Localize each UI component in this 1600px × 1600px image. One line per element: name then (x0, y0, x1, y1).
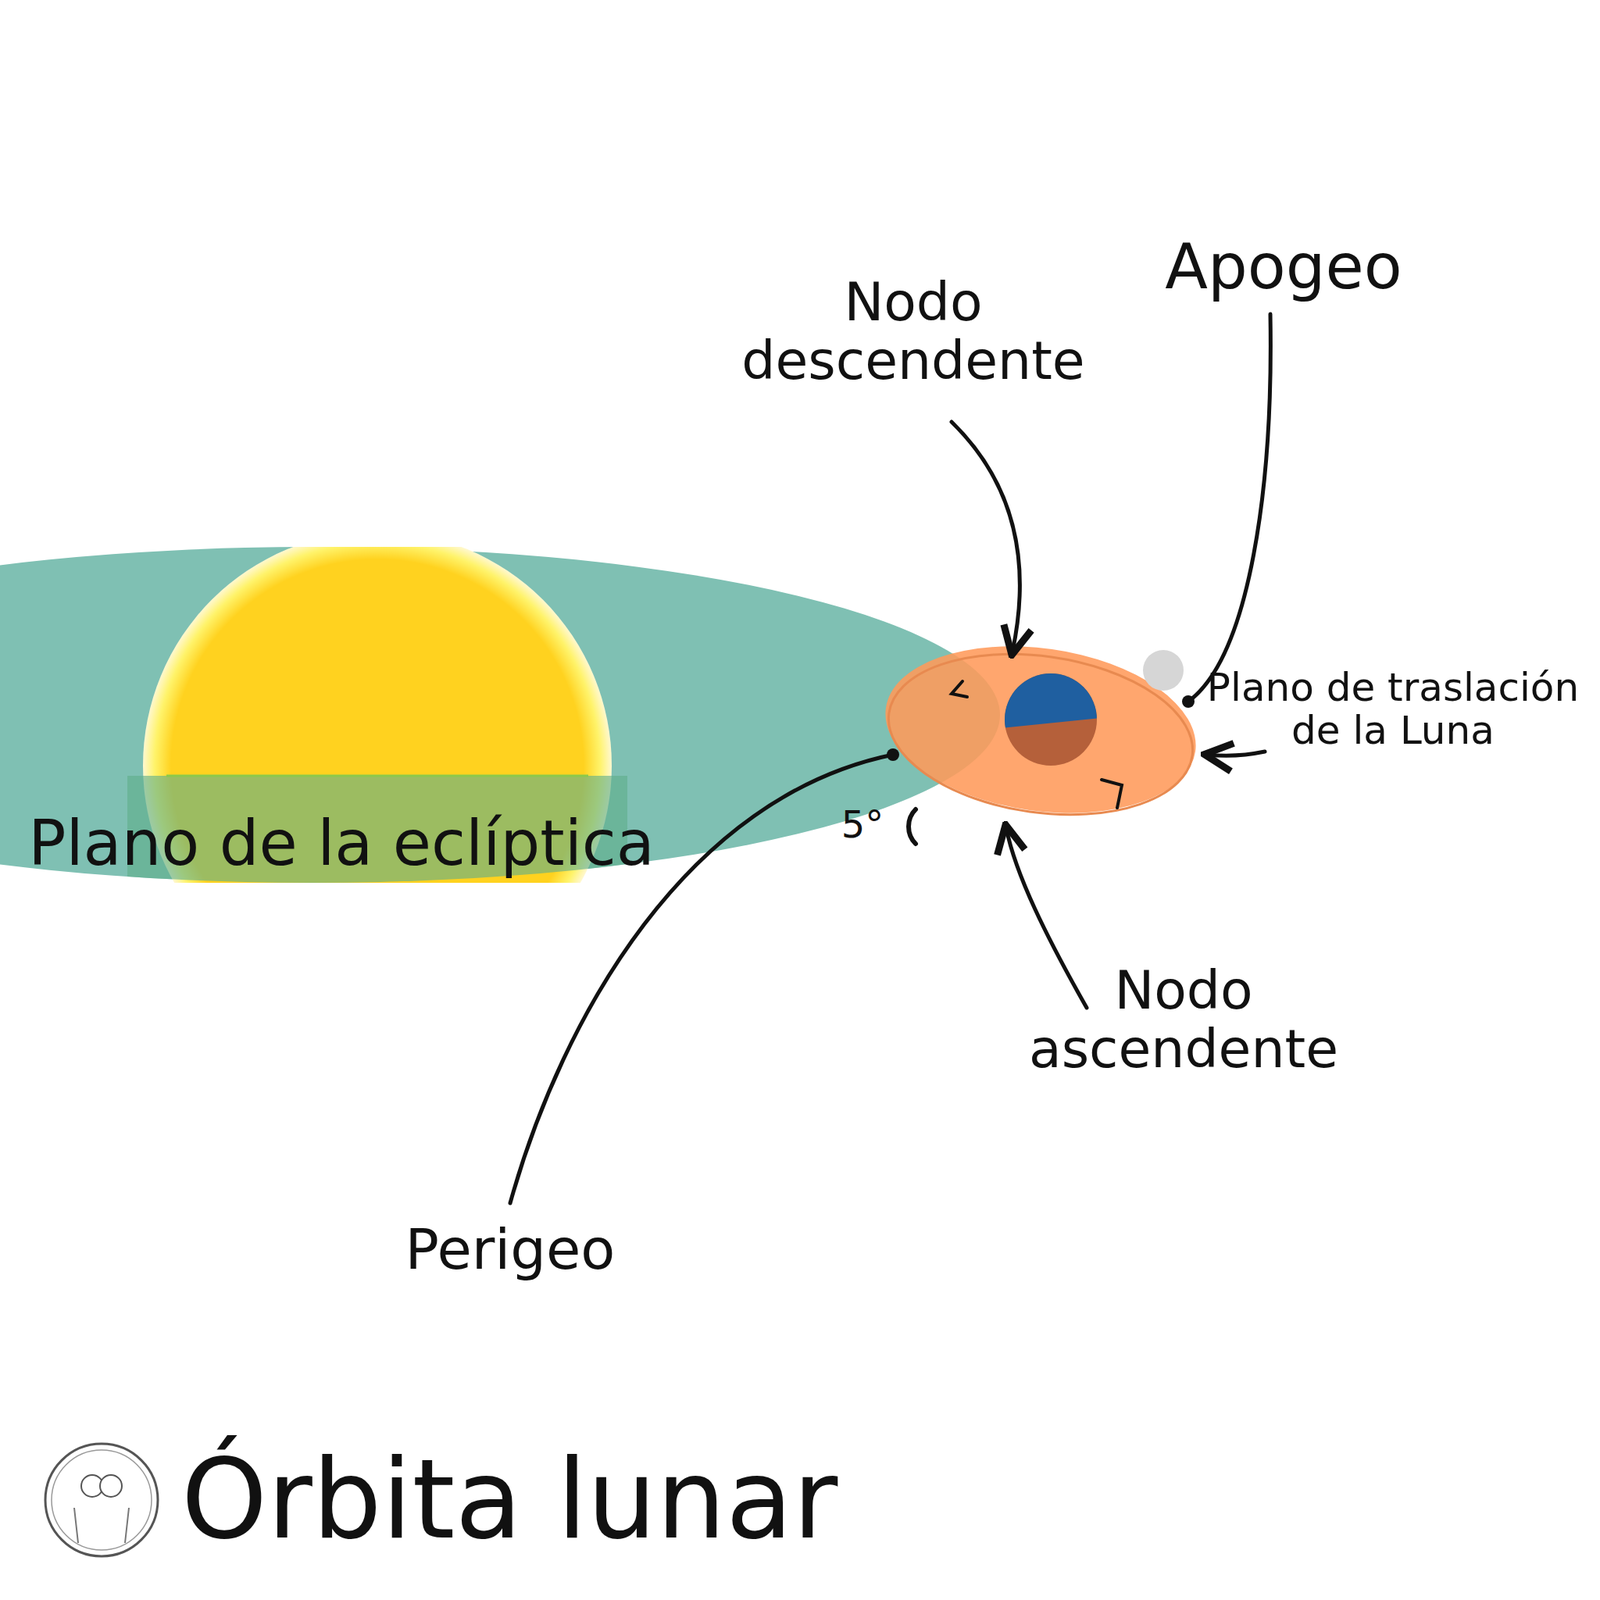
leader-line (951, 421, 1020, 652)
angle-arc (908, 809, 916, 844)
moon (1142, 650, 1184, 691)
perigee-label: Perigeo (405, 1218, 616, 1281)
orbit-arrow (1101, 779, 1122, 808)
node-label: Nodo ascendente (1000, 961, 1368, 1079)
moon-orbit-plane (874, 627, 1207, 833)
leader-line (1006, 828, 1087, 1008)
apogee-dot (1182, 695, 1195, 708)
leader-line (1207, 751, 1265, 756)
node-label: Nodo descendente (729, 273, 1097, 391)
orbit-arrow (951, 681, 968, 697)
plane-label: Plano de traslación de la Luna (1205, 666, 1581, 753)
apogee-label: Apogeo (1164, 232, 1402, 302)
earth (1000, 664, 1110, 774)
angle-label: 5° (841, 803, 885, 846)
plane-label: Plano de la eclíptica (28, 809, 655, 879)
logo (45, 1443, 158, 1557)
leader-line (510, 754, 893, 1204)
title: Órbita lunar (181, 1439, 838, 1561)
leader-line (1188, 314, 1271, 702)
perigee-dot (886, 748, 900, 761)
